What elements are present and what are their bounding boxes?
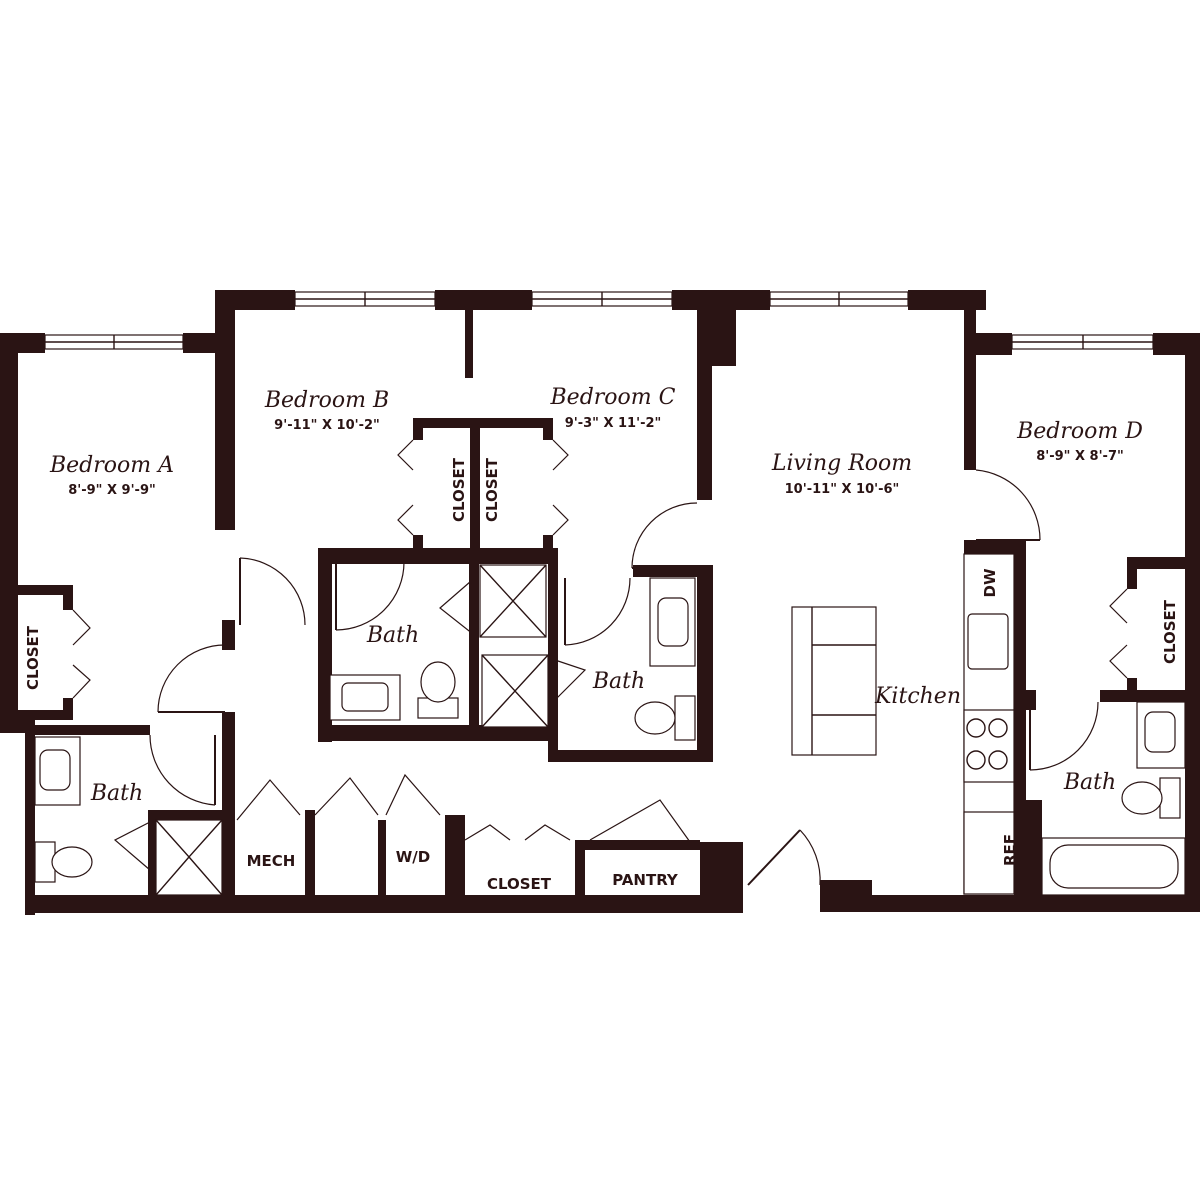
living-room-name: Living Room xyxy=(771,451,912,476)
bedroom-d-name: Bedroom D xyxy=(1016,419,1143,444)
fixtures xyxy=(34,553,1186,896)
bath-d-name: Bath xyxy=(1063,770,1116,795)
kitchen-name: Kitchen xyxy=(874,684,961,709)
closet-d-label: CLOSET xyxy=(1161,599,1179,664)
bedroom-b-dims: 9'-11" X 10'-2" xyxy=(274,418,380,433)
toilet-d xyxy=(1159,777,1181,819)
mech-label: MECH xyxy=(247,852,296,870)
doors xyxy=(72,439,1128,886)
dw-label: DW xyxy=(981,568,999,597)
closet-a-label: CLOSET xyxy=(24,625,42,690)
range xyxy=(963,709,1015,783)
bedroom-d-dims: 8'-9" X 8'-7" xyxy=(1036,449,1124,464)
bedroom-c-name: Bedroom C xyxy=(550,385,676,410)
toilet-c xyxy=(674,695,696,741)
exterior-walls xyxy=(0,290,1200,915)
windows xyxy=(44,291,1154,350)
bath-a-name: Bath xyxy=(90,781,143,806)
pantry-label: PANTRY xyxy=(612,871,679,889)
space-labels: CLOSET CLOSET CLOSET CLOSET DW REF MECH … xyxy=(24,457,1179,893)
kitchen-island xyxy=(791,606,877,756)
closet-b-label: CLOSET xyxy=(450,457,468,522)
bath-b-name: Bath xyxy=(366,623,419,648)
bedroom-a-dims: 8'-9" X 9'-9" xyxy=(68,483,156,498)
room-labels: Bedroom A 8'-9" X 9'-9" Bedroom B 9'-11"… xyxy=(49,385,1143,806)
bedroom-a-name: Bedroom A xyxy=(49,453,174,478)
closet-c-label: CLOSET xyxy=(483,457,501,522)
bedroom-c-dims: 9'-3" X 11'-2" xyxy=(565,416,662,431)
bath-c-name: Bath xyxy=(592,669,645,694)
bedroom-b-name: Bedroom B xyxy=(264,388,389,413)
hall-closet-label: CLOSET xyxy=(487,875,552,893)
ref-label: REF xyxy=(1001,834,1019,866)
wd-label: W/D xyxy=(396,848,430,866)
interior-walls xyxy=(18,290,1187,912)
refrigerator xyxy=(963,811,1015,895)
living-room-dims: 10'-11" X 10'-6" xyxy=(785,482,900,497)
